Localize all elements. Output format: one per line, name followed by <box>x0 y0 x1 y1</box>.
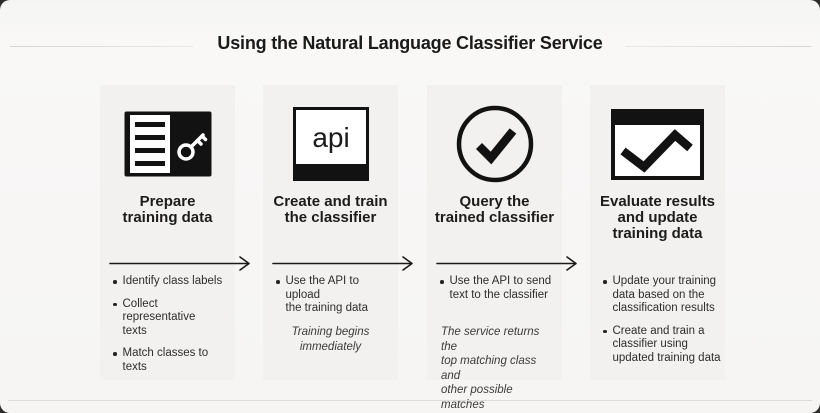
step-heading: Evaluate results and update training dat… <box>599 193 716 242</box>
check-circle-icon <box>427 103 562 185</box>
bullet-text: Update your training data based on the c… <box>612 275 717 314</box>
document-key-icon <box>100 103 235 185</box>
arrow-right-icon <box>109 256 250 271</box>
arrow-right-icon <box>436 256 577 271</box>
bullet-item: Match classes to texts <box>113 347 233 374</box>
bullet-dot <box>113 352 117 356</box>
step-heading: Prepare training data <box>122 193 213 226</box>
bullet-dot <box>603 329 607 333</box>
title-divider-left <box>10 46 193 47</box>
step-heading: Create and train the classifier <box>273 193 388 226</box>
bullet-text: Use the API to upload the training data <box>285 275 368 314</box>
step-note: Training begins immediately <box>291 326 370 353</box>
step-column-create-train: api Create and train the classifier Use … <box>263 85 413 380</box>
bullet-dot <box>440 280 444 284</box>
bullet-item: Use the API to upload the training data <box>276 275 396 316</box>
step-note: The service returns the top matching cla… <box>441 326 540 411</box>
bullet-list: Update your training data based on the c… <box>603 275 723 374</box>
bullet-text: Match classes to texts <box>122 347 209 373</box>
bullet-dot <box>113 280 117 284</box>
bullet-dot <box>276 280 280 284</box>
bullet-dot <box>113 302 117 306</box>
page-title: Using the Natural Language Classifier Se… <box>217 33 603 53</box>
step-heading: Query the trained classifier <box>434 193 555 226</box>
bullet-text: Identify class labels <box>122 275 223 287</box>
bullet-list: Use the API to upload the training data <box>276 275 396 325</box>
bullet-item: Create and train a classifier using upda… <box>603 325 723 366</box>
api-box-icon: api <box>263 103 398 185</box>
api-label: api <box>312 122 349 153</box>
step-column-query: Query the trained classifier Use the API… <box>427 85 577 411</box>
bottom-divider <box>8 400 812 401</box>
bullet-list: Identify class labels Collect representa… <box>113 275 233 383</box>
bullet-item: Use the API to send text to the classifi… <box>440 275 560 302</box>
bullet-text: Create and train a classifier using upda… <box>612 324 721 364</box>
bullet-text: Collect representative texts <box>122 297 196 337</box>
step-column-evaluate: Evaluate results and update training dat… <box>590 85 725 380</box>
bullet-list: Use the API to send text to the classifi… <box>440 275 560 311</box>
step-column-prepare: Prepare training data Identify class lab… <box>100 85 250 383</box>
arrow-right-icon <box>272 256 413 271</box>
bullet-text: Use the API to send text to the classifi… <box>449 275 552 301</box>
chart-window-icon <box>590 103 725 185</box>
bullet-dot <box>603 280 607 284</box>
bullet-item: Update your training data based on the c… <box>603 275 723 316</box>
bullet-item: Identify class labels <box>113 275 233 289</box>
bullet-item: Collect representative texts <box>113 298 233 339</box>
title-divider-right <box>625 46 811 47</box>
